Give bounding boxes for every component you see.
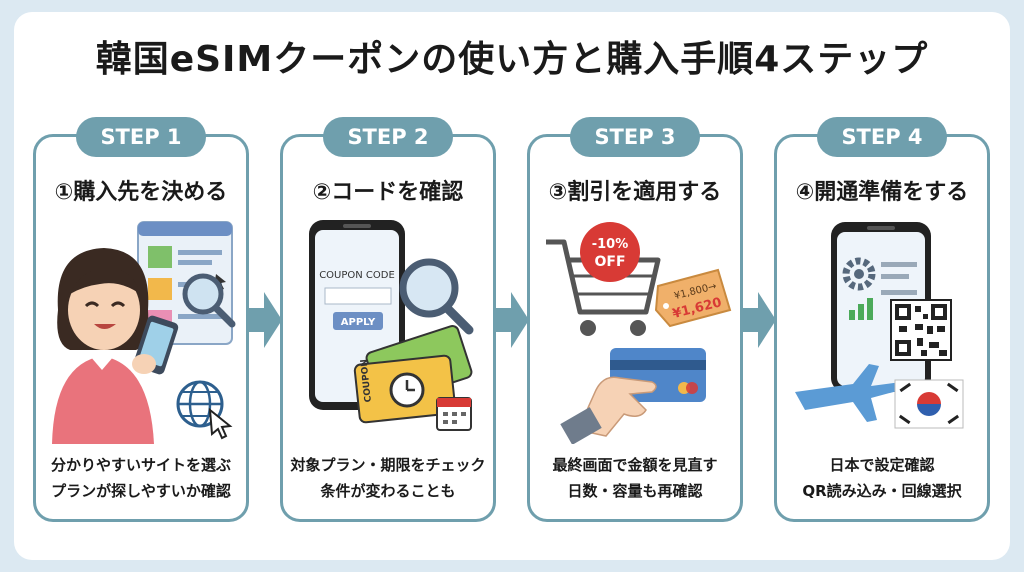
step-3-heading: ③割引を適用する — [548, 180, 722, 205]
coupon-code-label: COUPON CODE — [319, 270, 395, 281]
shopping-cart-icon — [546, 239, 661, 336]
step-3-description: 最終画面で金額を見直す 日数・容量も再確認 — [552, 456, 718, 500]
step-2-illustration: COUPON CODE APPLY COUPON — [309, 220, 474, 431]
calendar-icon — [436, 397, 472, 431]
magnifier-icon — [399, 258, 474, 335]
arrow-right-icon — [493, 292, 529, 348]
gear-icon — [842, 257, 876, 291]
discount-percent: -10% — [592, 237, 629, 252]
woman-with-phone-icon — [52, 248, 179, 444]
chart-icon — [849, 298, 873, 320]
step-1-badge: STEP 1 — [76, 117, 206, 157]
korea-flag-icon — [894, 379, 964, 429]
magnifier-icon — [182, 273, 236, 328]
step-1-heading: ①購入先を決める — [54, 180, 228, 205]
coupon-ticket-label: COUPON — [360, 359, 374, 403]
step-4-badge: STEP 4 — [817, 117, 947, 157]
step-2-badge: STEP 2 — [323, 117, 453, 157]
qr-code-icon — [890, 299, 952, 361]
step-3-badge: STEP 3 — [570, 117, 700, 157]
step-2-heading: ②コードを確認 — [312, 180, 464, 205]
step-4-heading: ④開通準備をする — [795, 180, 969, 205]
airplane-icon — [795, 364, 905, 422]
arrow-right-icon — [740, 292, 776, 348]
clock-icon — [389, 372, 425, 408]
hand-icon — [560, 376, 657, 444]
globe-cursor-icon — [176, 380, 233, 440]
apply-button-label: APPLY — [341, 317, 376, 328]
step-4-illustration — [795, 222, 964, 429]
step-4-description: 日本で設定確認 QR読み込み・回線選択 — [802, 456, 962, 500]
page-title: 韓国eSIMクーポンの使い方と購入手順4ステップ — [95, 39, 929, 80]
discount-off: OFF — [594, 254, 625, 270]
price-tag-icon: ¥1,800→ ¥1,620 — [654, 268, 732, 328]
arrow-right-icon — [246, 292, 282, 348]
step-1-illustration — [52, 221, 236, 444]
step-1-description: 分かりやすいサイトを選ぶ プランが探しやすいか確認 — [50, 456, 231, 500]
discount-badge-icon: -10% OFF — [580, 222, 640, 282]
step-3-illustration: -10% OFF ¥1,800→ ¥1,620 — [546, 222, 732, 444]
step-2-description: 対象プラン・期限をチェック 条件が変わることも — [290, 456, 486, 500]
